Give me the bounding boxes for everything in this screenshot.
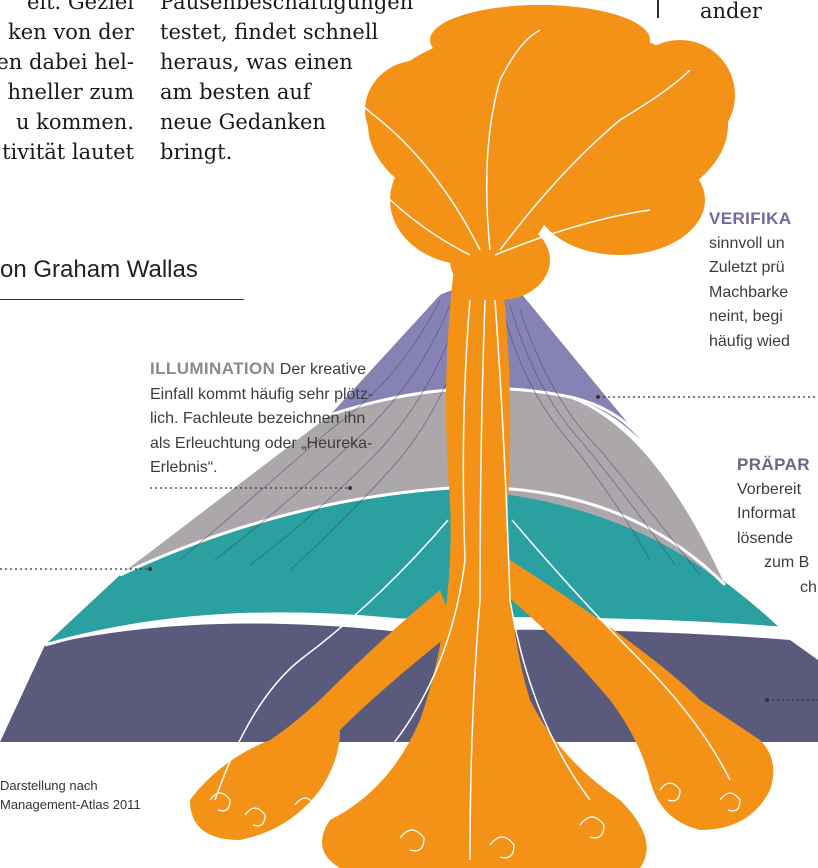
column-divider — [657, 0, 659, 18]
layer-grey — [120, 388, 725, 585]
body-text-right-column: ander — [700, 0, 762, 23]
lava-root-right — [500, 560, 774, 830]
lava-root-left — [190, 590, 455, 840]
lava-main-stream — [322, 260, 647, 868]
layer-teal — [45, 487, 780, 645]
body-text-middle-column: Pausenbeschäftigungen testet, findet sch… — [160, 0, 414, 164]
preparation-heading: PRÄPAR — [737, 455, 810, 474]
annotation-verification: VERIFIKA sinnvoll un Zuletzt prü Machbar… — [709, 209, 792, 350]
annotation-illumination: ILLUMINATION Der kreative Einfall kommt … — [150, 359, 374, 476]
verification-heading: VERIFIKA — [709, 209, 792, 228]
title-underline — [0, 299, 244, 300]
illumination-heading: ILLUMINATION — [150, 359, 276, 378]
annotation-preparation: PRÄPAR Vorbereit Informat lösende zum B … — [737, 455, 817, 596]
section-title: on Graham Wallas — [0, 256, 198, 283]
body-text-left-column: eit. Geziel ken von der en dabei hel- hn… — [0, 0, 134, 164]
source-note: Darstellung nach Management-Atlas 2011 — [0, 778, 141, 812]
